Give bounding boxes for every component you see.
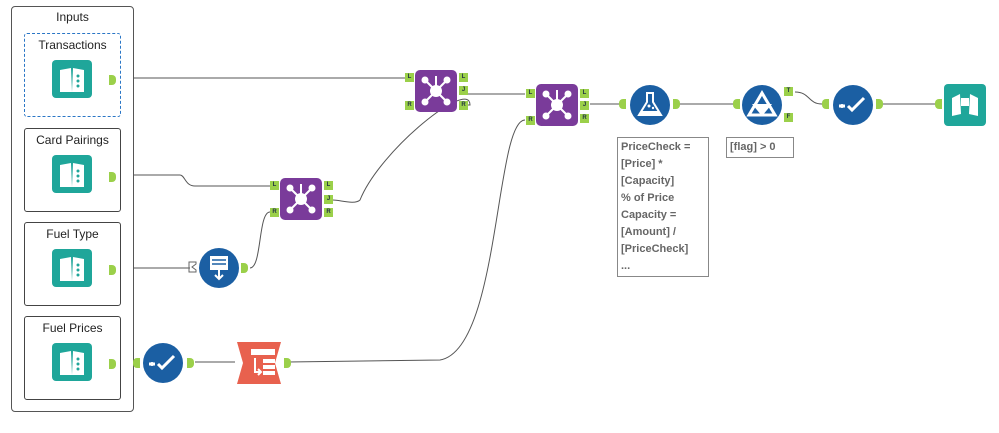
- input-box-transactions[interactable]: Transactions: [24, 33, 121, 117]
- join-tool-1[interactable]: L R L J R: [405, 70, 469, 114]
- wire-join1R-join2: [332, 98, 471, 203]
- filter-icon: [742, 85, 782, 125]
- join-tool-2[interactable]: L R L J R: [526, 84, 590, 128]
- anchor-left[interactable]: L: [526, 89, 535, 98]
- anchor-false-out[interactable]: F: [784, 113, 793, 122]
- input-box-card-pairings[interactable]: Card Pairings: [24, 128, 121, 212]
- output-anchor[interactable]: [673, 99, 680, 109]
- multi-input-icon: [188, 261, 197, 273]
- wire-crosstab-join2: [287, 119, 526, 363]
- wire-union-join1: [249, 211, 271, 269]
- formula-tool[interactable]: [619, 84, 685, 126]
- formula-annotation: PriceCheck = [Price] * [Capacity] % of P…: [617, 137, 709, 277]
- input-box-fuel-prices[interactable]: Fuel Prices: [24, 316, 121, 400]
- output-anchor[interactable]: [109, 172, 116, 182]
- input-anchor[interactable]: [822, 99, 829, 109]
- output-anchor[interactable]: [187, 358, 194, 368]
- book-icon: [52, 343, 92, 381]
- anchor-right-out[interactable]: R: [324, 208, 333, 217]
- output-anchor[interactable]: [284, 358, 291, 368]
- join-icon: [415, 70, 457, 112]
- union-icon: [199, 248, 239, 288]
- anchor-right-out[interactable]: R: [580, 114, 589, 123]
- select-tool-2[interactable]: [822, 84, 888, 126]
- book-icon: [52, 155, 92, 193]
- join-icon: [280, 178, 322, 220]
- join-icon: [536, 84, 578, 126]
- input-label: Card Pairings: [36, 133, 109, 147]
- anchor-right-out[interactable]: R: [459, 101, 468, 110]
- anchor-left[interactable]: L: [270, 181, 279, 190]
- output-anchor[interactable]: [109, 359, 116, 369]
- output-anchor[interactable]: [109, 265, 116, 275]
- anchor-left-out[interactable]: L: [324, 181, 333, 190]
- input-anchor[interactable]: [935, 99, 942, 109]
- output-anchor[interactable]: [241, 263, 248, 273]
- anchor-join-out[interactable]: J: [580, 101, 589, 110]
- wire-filter-select2: [794, 91, 823, 105]
- input-anchor[interactable]: [619, 99, 626, 109]
- anchor-right[interactable]: R: [270, 208, 279, 217]
- input-label: Fuel Type: [46, 227, 99, 241]
- select-tool-1[interactable]: [133, 342, 197, 384]
- output-anchor[interactable]: [109, 75, 116, 85]
- check-icon: [833, 85, 873, 125]
- output-anchor[interactable]: [876, 99, 883, 109]
- union-tool[interactable]: [188, 247, 254, 289]
- book-icon: [52, 249, 92, 287]
- input-label: Transactions: [38, 38, 107, 52]
- table-icon: [237, 342, 281, 384]
- input-box-fuel-type[interactable]: Fuel Type: [24, 222, 121, 306]
- anchor-join-out[interactable]: J: [324, 195, 333, 204]
- binoculars-icon: [944, 84, 986, 126]
- crosstab-tool[interactable]: [235, 342, 293, 384]
- filter-annotation: [flag] > 0: [726, 137, 794, 158]
- container-title: Inputs: [56, 10, 89, 24]
- join-tool-3[interactable]: L R L J R: [270, 178, 334, 222]
- input-anchor[interactable]: [733, 99, 740, 109]
- anchor-right[interactable]: R: [405, 101, 414, 110]
- anchor-join-out[interactable]: J: [459, 86, 468, 95]
- anchor-left[interactable]: L: [405, 73, 414, 82]
- anchor-left-out[interactable]: L: [580, 89, 589, 98]
- anchor-left-out[interactable]: L: [459, 73, 468, 82]
- input-anchor[interactable]: [133, 358, 140, 368]
- anchor-right[interactable]: R: [526, 116, 535, 125]
- browse-tool[interactable]: [935, 84, 989, 126]
- check-icon: [143, 343, 183, 383]
- wire-cardpairings-join1: [105, 174, 270, 187]
- input-label: Fuel Prices: [42, 321, 103, 335]
- filter-tool[interactable]: T F: [733, 84, 799, 126]
- flask-icon: [630, 85, 670, 125]
- book-icon: [52, 60, 92, 98]
- anchor-true-out[interactable]: T: [784, 87, 793, 96]
- inputs-container[interactable]: Inputs Transactions Card Pairings Fuel T…: [11, 6, 134, 412]
